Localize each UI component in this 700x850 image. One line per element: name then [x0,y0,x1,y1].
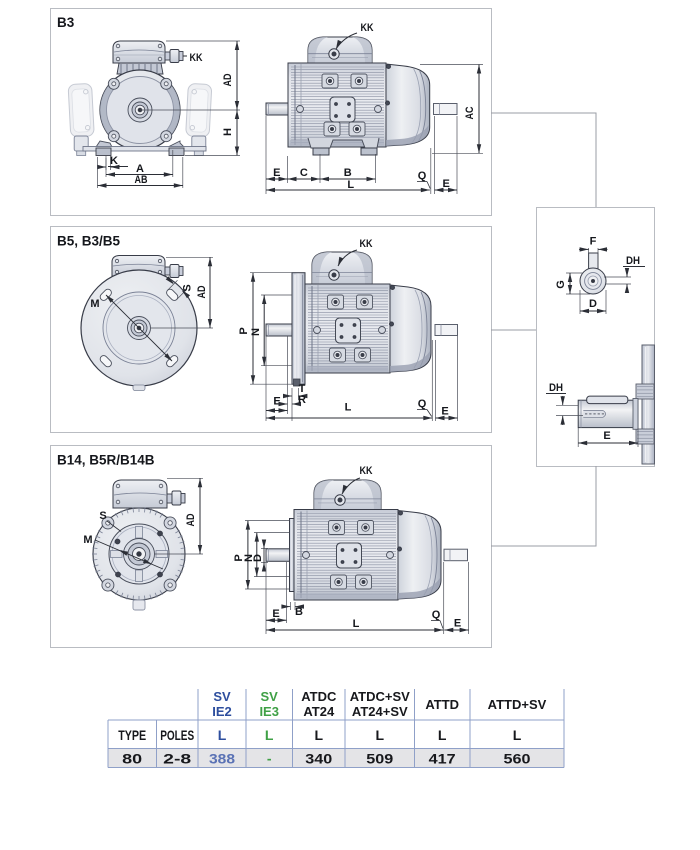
svg-text:KK: KK [360,238,373,250]
svg-text:M: M [83,534,92,546]
svg-text:KK: KK [360,465,373,477]
svg-text:SV: SV [213,689,231,704]
svg-text:L: L [353,618,360,630]
svg-text:L: L [345,402,352,414]
svg-text:2-8: 2-8 [163,751,191,767]
svg-text:T: T [299,383,306,395]
svg-text:E: E [441,406,448,418]
svg-text:340: 340 [305,751,332,767]
svg-text:R: R [298,394,306,406]
svg-text:H: H [222,128,234,136]
svg-text:TYPE: TYPE [118,727,146,743]
svg-text:N: N [243,554,255,562]
svg-text:E: E [272,608,279,620]
svg-text:D: D [252,554,264,562]
svg-text:E: E [273,167,280,179]
svg-text:560: 560 [504,751,531,767]
svg-text:IE3: IE3 [259,704,279,719]
svg-text:D: D [589,298,597,310]
svg-text:K: K [110,155,118,167]
svg-text:B14, B5R/B14B: B14, B5R/B14B [57,453,155,468]
svg-text:P: P [238,327,250,334]
svg-text:L: L [347,179,354,191]
svg-text:KK: KK [190,52,203,64]
svg-text:S: S [99,510,106,522]
svg-text:IE2: IE2 [212,704,232,719]
svg-text:388: 388 [209,751,235,767]
svg-text:DH: DH [626,255,640,267]
svg-text:C: C [300,167,308,179]
svg-text:-: - [267,751,272,767]
svg-text:B5, B3/B5: B5, B3/B5 [57,234,121,249]
svg-text:E: E [443,178,450,190]
svg-text:SV: SV [261,689,279,704]
svg-text:Q: Q [418,398,427,410]
svg-text:80: 80 [122,751,142,767]
svg-text:B: B [295,606,303,618]
svg-text:KK: KK [361,22,374,34]
svg-text:AD: AD [222,73,234,86]
svg-text:AC: AC [464,106,476,119]
svg-text:G: G [555,280,567,289]
svg-text:N: N [250,328,262,336]
svg-text:B3: B3 [57,15,75,30]
svg-text:P: P [233,554,245,561]
svg-text:Q: Q [432,609,441,621]
svg-text:DH: DH [549,382,563,394]
svg-text:509: 509 [366,751,393,767]
svg-text:E: E [273,396,280,408]
svg-text:ATDC+SV: ATDC+SV [350,689,410,704]
svg-text:ATTD+SV: ATTD+SV [488,697,547,712]
svg-text:AT24+SV: AT24+SV [352,704,408,719]
svg-text:L: L [315,727,324,743]
svg-text:ATTD: ATTD [425,697,459,712]
svg-text:E: E [603,430,610,442]
svg-text:AT24: AT24 [303,704,335,719]
svg-text:417: 417 [429,751,456,767]
svg-text:L: L [376,727,385,743]
svg-text:L: L [218,727,227,743]
svg-text:L: L [265,727,274,743]
svg-text:M: M [90,298,99,310]
svg-text:ATDC: ATDC [301,689,337,704]
svg-text:Q: Q [418,170,427,182]
svg-text:AD: AD [196,285,208,298]
svg-text:A: A [136,163,144,175]
svg-text:L: L [438,727,447,743]
svg-text:E: E [454,618,461,630]
svg-text:POLES: POLES [160,727,194,743]
svg-text:S: S [182,284,194,291]
svg-text:F: F [590,236,597,248]
svg-text:AD: AD [185,513,197,526]
svg-text:B: B [344,167,352,179]
svg-text:AB: AB [135,174,148,186]
svg-text:L: L [513,727,522,743]
